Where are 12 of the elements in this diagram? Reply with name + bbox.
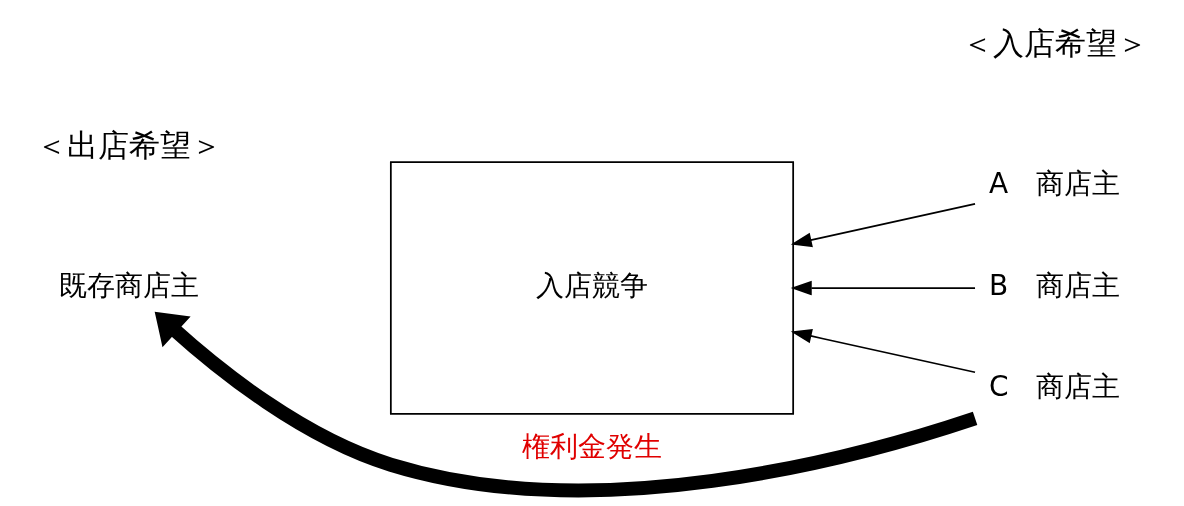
- arrow: [790, 202, 976, 248]
- arrow: [790, 280, 976, 296]
- node-text: B 商店主: [989, 268, 1121, 302]
- node-text: C 商店主: [988, 370, 1121, 404]
- label: ＜出店希望＞: [36, 126, 223, 163]
- label: ＜入店希望＞: [961, 25, 1148, 62]
- arrow: [790, 328, 976, 374]
- edge-label: 権利金発生: [522, 429, 662, 463]
- node-text: 既存商店主: [59, 268, 200, 302]
- node-box: 入店競争: [389, 161, 795, 415]
- node-text: A 商店主: [989, 167, 1121, 201]
- arrow: [154, 311, 978, 497]
